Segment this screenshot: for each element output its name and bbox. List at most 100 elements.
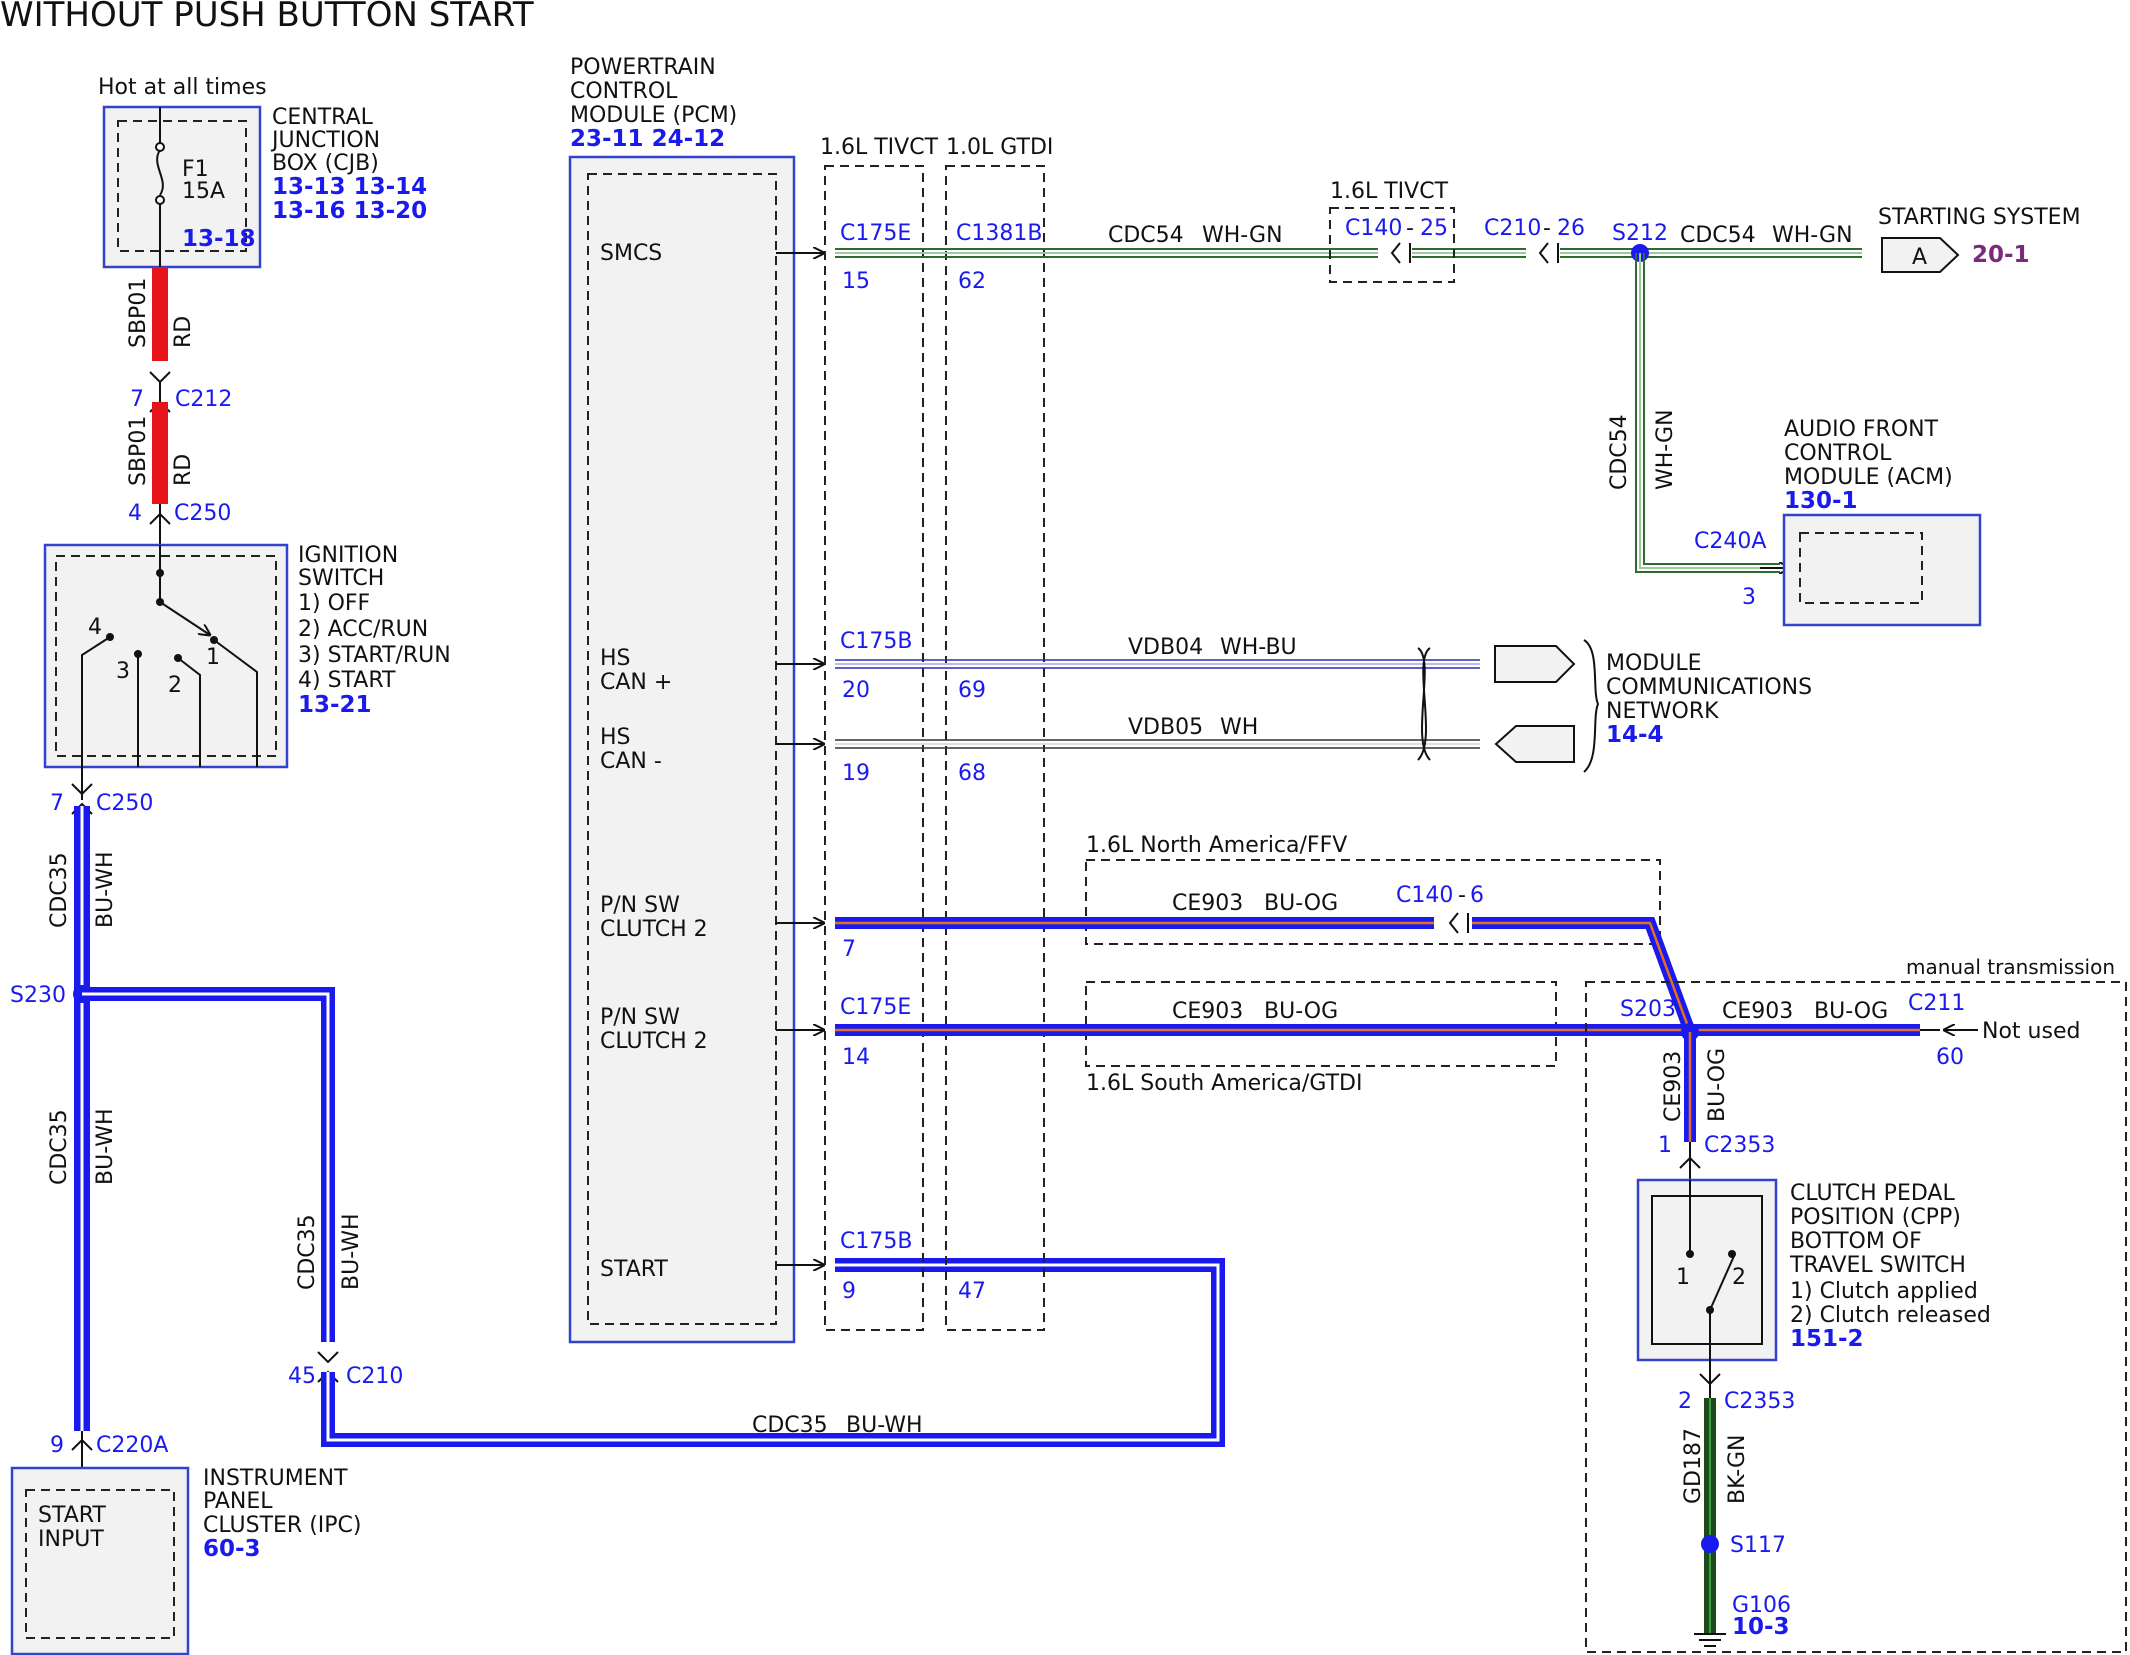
- whgn-label-1: WH-GN: [1202, 223, 1283, 248]
- pcm-pin-hscan-minus-1: HS: [600, 725, 631, 750]
- pcm-pin-pnsw2-1: P/N SW: [600, 1005, 680, 1030]
- acm-name-1: AUDIO FRONT: [1784, 417, 1939, 442]
- ipc-name-2: PANEL: [203, 1489, 273, 1514]
- pcm-pin-start: START: [600, 1257, 668, 1282]
- starting-system-label: STARTING SYSTEM: [1878, 205, 2081, 230]
- c211-label[interactable]: C211: [1908, 991, 1965, 1016]
- s212-label[interactable]: S212: [1612, 221, 1668, 246]
- s230-label[interactable]: S230: [10, 983, 66, 1008]
- pin-9: 9: [842, 1279, 856, 1304]
- pcm-name-1: POWERTRAIN: [570, 55, 716, 80]
- ipc-name-3: CLUSTER (IPC): [203, 1513, 362, 1538]
- ipc-ref[interactable]: 60-3: [203, 1536, 261, 1562]
- ign-name-5: 3) START/RUN: [298, 643, 451, 668]
- pin-47: 47: [958, 1279, 986, 1304]
- net-name-2: COMMUNICATIONS: [1606, 675, 1812, 700]
- na-box: [1085, 859, 1661, 945]
- manual-box: [1585, 981, 2127, 1653]
- c175b-can-label[interactable]: C175B: [840, 629, 912, 654]
- cdc35-label-c: CDC35: [295, 1214, 320, 1290]
- s203-label[interactable]: S203: [1620, 997, 1676, 1022]
- connector-flag-a[interactable]: [1881, 237, 1960, 273]
- c211-pin: 60: [1936, 1045, 1964, 1070]
- ipc-box: [10, 1466, 190, 1655]
- net-name-3: NETWORK: [1606, 699, 1719, 724]
- g106-label[interactable]: G106: [1732, 1593, 1791, 1618]
- ign-name-2: SWITCH: [298, 566, 384, 591]
- c175b-start-label[interactable]: C175B: [840, 1229, 912, 1254]
- ignition-switch-box: [43, 543, 289, 769]
- starting-system-ref[interactable]: 20-1: [1972, 242, 2030, 268]
- acm-name-2: CONTROL: [1784, 441, 1892, 466]
- cjb-refs-2[interactable]: 13-16 13-20: [272, 198, 427, 224]
- ign-name-6: 4) START: [298, 668, 396, 693]
- c175e-label[interactable]: C175E: [840, 221, 911, 246]
- cpp-name-5: 1) Clutch applied: [1790, 1279, 1978, 1304]
- buog-vlabel: BU-OG: [1705, 1048, 1730, 1122]
- pin-68: 68: [958, 761, 986, 786]
- cdc54-vlabel: CDC54: [1607, 414, 1632, 490]
- fuse-icon: [155, 107, 165, 267]
- c210b-label[interactable]: C210: [1484, 216, 1541, 241]
- c2353-label-1[interactable]: C2353: [1704, 1133, 1775, 1158]
- c250b-label[interactable]: C250: [96, 791, 153, 816]
- s117-label[interactable]: S117: [1730, 1533, 1786, 1558]
- cjb-refs-1[interactable]: 13-13 13-14: [272, 174, 427, 200]
- c250-label[interactable]: C250: [174, 501, 231, 526]
- c220a-label[interactable]: C220A: [96, 1433, 168, 1458]
- pin-15: 15: [842, 269, 870, 294]
- c210-label[interactable]: C210: [346, 1364, 403, 1389]
- na-label: 1.6L North America/FFV: [1086, 833, 1347, 858]
- sbp01-label-a: SBP01: [126, 278, 151, 348]
- cjb-name-2: JUNCTION: [270, 128, 380, 153]
- c1381b-label[interactable]: C1381B: [956, 221, 1042, 246]
- ign-pin-2: 2: [168, 673, 182, 698]
- pcm-pin-pnsw1-2: CLUTCH 2: [600, 917, 708, 942]
- c250-pin: 4: [128, 501, 142, 526]
- ipc-inner-1: START: [38, 1503, 106, 1528]
- pcm-pin-hscan-plus-1: HS: [600, 646, 631, 671]
- c175e-pn-label[interactable]: C175E: [840, 995, 911, 1020]
- wire-cdc35-branch: [82, 987, 335, 1342]
- acm-ref[interactable]: 130-1: [1784, 488, 1858, 514]
- cjb-ref-inner: 13-18: [182, 226, 256, 252]
- net-ref[interactable]: 14-4: [1606, 722, 1664, 748]
- cpp-name-1: CLUTCH PEDAL: [1790, 1181, 1955, 1206]
- pin-14: 14: [842, 1045, 870, 1070]
- can-plus-terminal: [1494, 645, 1576, 683]
- c140-na-pin: 6: [1470, 883, 1484, 908]
- manual-label: manual transmission: [1906, 955, 2115, 979]
- pcm-refs[interactable]: 23-11 24-12: [570, 126, 725, 152]
- c140-dash: -: [1406, 216, 1414, 241]
- bottom-wire-label: CDC35: [752, 1413, 828, 1438]
- cdc54-label-2: CDC54: [1680, 223, 1756, 248]
- buog-label-sa: BU-OG: [1264, 999, 1338, 1024]
- bkgn-label: BK-GN: [1725, 1435, 1750, 1504]
- c140-na-label[interactable]: C140: [1396, 883, 1453, 908]
- pcm-pin-pnsw2-2: CLUTCH 2: [600, 1029, 708, 1054]
- pin-69: 69: [958, 678, 986, 703]
- cpp-name-3: BOTTOM OF: [1790, 1229, 1922, 1254]
- ign-ref[interactable]: 13-21: [298, 692, 372, 718]
- cpp-ref[interactable]: 151-2: [1790, 1326, 1864, 1352]
- g106-ref[interactable]: 10-3: [1732, 1614, 1790, 1640]
- ce903-label-sa: CE903: [1172, 999, 1243, 1024]
- splice-s117[interactable]: [1701, 1535, 1719, 1553]
- pcm-name-2: CONTROL: [570, 79, 678, 104]
- pcm-name-3: MODULE (PCM): [570, 103, 737, 128]
- c2353-label-2[interactable]: C2353: [1724, 1389, 1795, 1414]
- sa-label: 1.6L South America/GTDI: [1086, 1071, 1362, 1096]
- c212-label[interactable]: C212: [175, 387, 232, 412]
- c140-label[interactable]: C140: [1345, 216, 1402, 241]
- c240a-label[interactable]: C240A: [1694, 529, 1766, 554]
- wh-label: WH: [1220, 715, 1258, 740]
- cjb-box: [102, 105, 262, 269]
- gd187-label: GD187: [1681, 1428, 1706, 1504]
- pcm-pin-hscan-plus-2: CAN +: [600, 670, 672, 695]
- pcm-pin-stubs: [776, 253, 824, 1265]
- rd-label-b: RD: [171, 454, 196, 486]
- c2353-pin-2: 2: [1678, 1389, 1692, 1414]
- not-used-label: Not used: [1982, 1019, 2080, 1044]
- wire-sbp01-lower: [152, 402, 168, 504]
- vdb04-label: VDB04: [1128, 635, 1203, 660]
